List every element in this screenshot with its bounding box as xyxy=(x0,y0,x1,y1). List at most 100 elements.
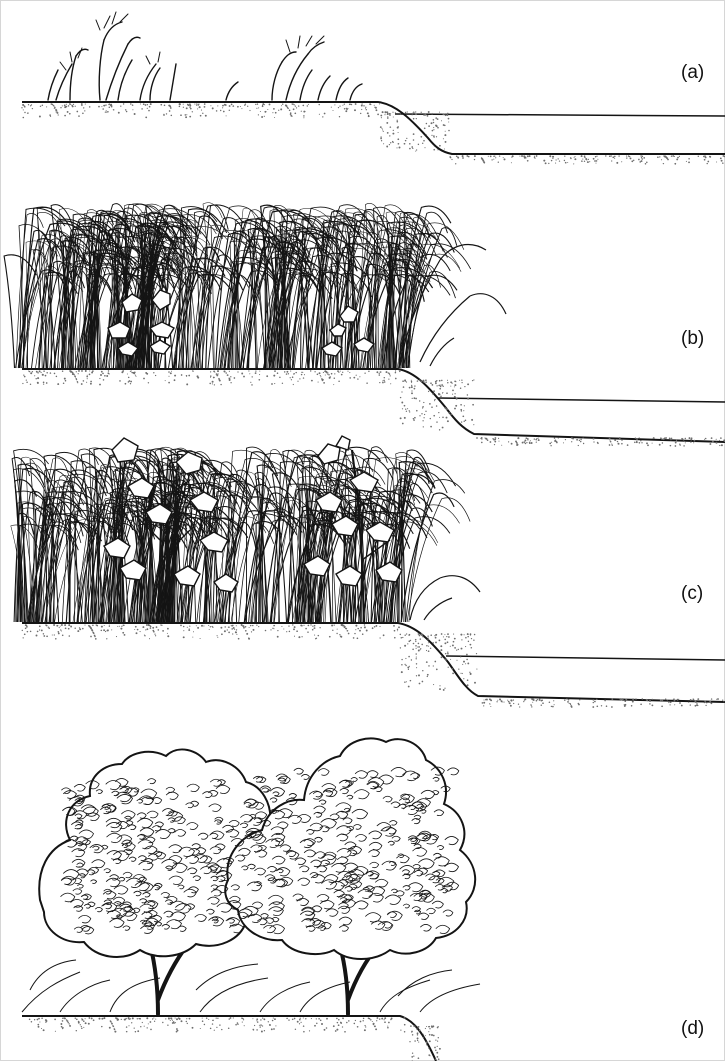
sediment-dot xyxy=(425,411,426,412)
sediment-dot xyxy=(186,1018,187,1019)
sediment-dot xyxy=(120,628,122,630)
sediment-dot xyxy=(135,376,136,377)
sediment-dot xyxy=(319,627,320,628)
sediment-dot xyxy=(470,634,471,635)
sediment-dot xyxy=(197,627,199,629)
sediment-dot xyxy=(447,420,449,422)
sediment-dot xyxy=(389,135,390,136)
sediment-dot xyxy=(580,441,581,442)
sediment-dot xyxy=(29,1019,31,1021)
sediment-dot xyxy=(116,636,117,637)
sediment-dot xyxy=(639,442,641,444)
sediment-dot xyxy=(167,628,169,630)
sediment-dot xyxy=(149,106,151,108)
sediment-dot xyxy=(498,441,499,442)
sediment-dot xyxy=(244,1025,245,1026)
sediment-dot xyxy=(202,1018,203,1019)
sediment-dot xyxy=(498,438,499,439)
sediment-dot xyxy=(57,112,59,114)
sediment-dot xyxy=(437,149,438,150)
sediment-dot xyxy=(192,111,193,112)
sediment-dot xyxy=(704,155,706,157)
sediment-dot xyxy=(255,370,256,371)
sediment-dot xyxy=(200,115,202,117)
sediment-dot xyxy=(508,441,509,442)
sediment-dot xyxy=(690,699,692,701)
sediment-dot xyxy=(689,437,691,439)
sediment-dot xyxy=(489,704,490,705)
sediment-dot xyxy=(281,626,282,627)
sediment-dot xyxy=(295,372,296,373)
sediment-dot xyxy=(678,699,679,700)
sediment-dot xyxy=(601,705,602,706)
sediment-dot xyxy=(379,371,380,372)
sediment-dot xyxy=(197,377,199,379)
sediment-dot xyxy=(437,1056,439,1058)
sediment-dot xyxy=(65,380,67,382)
sediment-dot xyxy=(409,1041,410,1042)
sediment-dot xyxy=(385,111,387,113)
sediment-dot xyxy=(418,1042,419,1043)
sediment-dot xyxy=(274,383,275,384)
sediment-dot xyxy=(383,131,384,132)
sediment-dot xyxy=(183,626,185,628)
sediment-dot xyxy=(663,438,665,440)
sediment-dot xyxy=(150,626,151,627)
sediment-dot xyxy=(409,411,410,412)
sediment-dot xyxy=(412,113,414,115)
sediment-dot xyxy=(456,156,458,158)
sediment-dot xyxy=(447,652,448,653)
sediment-dot xyxy=(105,631,106,632)
sediment-dot xyxy=(250,625,251,626)
sediment-dot xyxy=(327,374,328,375)
sediment-dot xyxy=(447,380,448,381)
sediment-dot xyxy=(150,1029,152,1031)
sediment-dot xyxy=(39,370,41,372)
sediment-dot xyxy=(326,1027,328,1029)
sediment-dot xyxy=(78,370,79,371)
sediment-dot xyxy=(447,382,448,383)
sediment-dot xyxy=(87,375,88,376)
sediment-dot xyxy=(342,1018,343,1019)
sediment-dot xyxy=(301,111,302,112)
sediment-dot xyxy=(444,134,446,136)
sediment-dot xyxy=(610,155,612,157)
sediment-dot xyxy=(22,104,24,106)
sediment-dot xyxy=(277,636,279,638)
sediment-dot xyxy=(333,384,334,385)
sediment-dot xyxy=(455,405,457,407)
sediment-dot xyxy=(78,373,79,374)
sediment-dot xyxy=(91,1017,93,1019)
sediment-dot xyxy=(704,159,706,161)
sediment-dot xyxy=(163,114,165,116)
sediment-dot xyxy=(435,1039,436,1040)
sediment-dot xyxy=(290,377,291,378)
sediment-dot xyxy=(448,636,450,638)
sediment-dot xyxy=(406,138,407,139)
sediment-dot xyxy=(435,641,437,643)
sediment-dot xyxy=(494,444,495,445)
sediment-dot xyxy=(397,138,399,140)
sediment-dot xyxy=(305,1018,306,1019)
sediment-dot xyxy=(101,1018,103,1020)
sediment-dot xyxy=(720,437,722,439)
sediment-dot xyxy=(460,673,461,674)
sediment-dot xyxy=(381,128,382,129)
sediment-dot xyxy=(200,638,201,639)
sediment-dot xyxy=(417,1032,419,1034)
sediment-dot xyxy=(234,377,236,379)
sediment-dot xyxy=(106,375,108,377)
sediment-dot xyxy=(46,106,47,107)
sediment-dot xyxy=(303,117,304,118)
sediment-dot xyxy=(439,640,441,642)
sediment-dot xyxy=(467,633,469,635)
sediment-dot xyxy=(683,445,685,447)
sediment-dot xyxy=(262,1025,263,1026)
sediment-dot xyxy=(209,629,210,630)
sediment-dot xyxy=(704,700,706,702)
sediment-dot xyxy=(434,146,435,147)
sediment-dot xyxy=(101,1026,102,1027)
sediment-dot xyxy=(303,1031,305,1033)
sediment-dot xyxy=(373,1024,374,1025)
sediment-dot xyxy=(453,641,455,643)
